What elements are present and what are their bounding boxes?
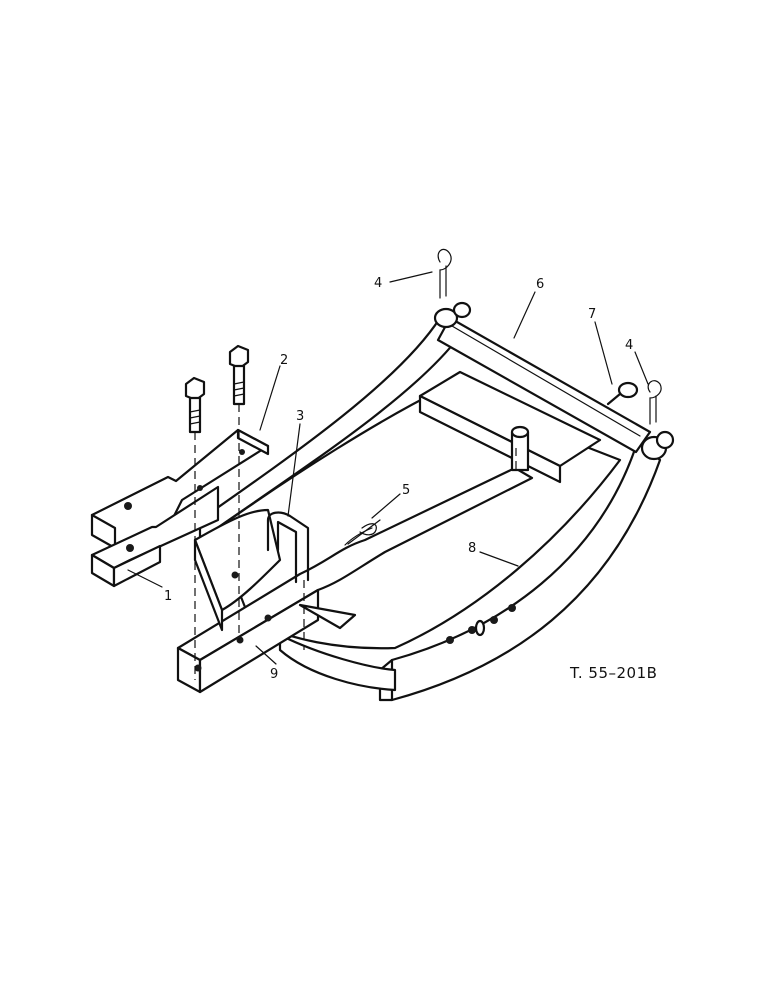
- callout-8: 8: [468, 541, 476, 556]
- callout-5: 5: [402, 483, 410, 498]
- hair-pin-clip-top: [437, 248, 452, 299]
- callout-6: 6: [536, 277, 544, 292]
- alignment-lines: [194, 404, 517, 680]
- drawing-number: T. 55–201B: [569, 664, 657, 682]
- callout-labels: 1 2 3 4 4 5 6 7 8 9: [164, 276, 633, 682]
- callout-1: 1: [164, 589, 172, 604]
- callout-2: 2: [280, 353, 288, 368]
- guide-plate: [193, 508, 357, 632]
- callout-4-right: 4: [625, 338, 633, 353]
- pin-washer: [606, 381, 639, 406]
- drawbar: [176, 425, 534, 694]
- leader-lines: [127, 271, 649, 665]
- callout-3: 3: [296, 409, 304, 424]
- callout-4-top: 4: [374, 276, 382, 291]
- hitch-pin-clip: [344, 519, 381, 546]
- callout-9: 9: [270, 667, 278, 682]
- callout-7: 7: [588, 307, 596, 322]
- bolt-right: [228, 344, 250, 406]
- clevis-bracket: [90, 428, 270, 588]
- hair-pin-clip-right: [647, 380, 662, 425]
- bolt-left: [184, 376, 206, 434]
- u-clip: [266, 511, 310, 584]
